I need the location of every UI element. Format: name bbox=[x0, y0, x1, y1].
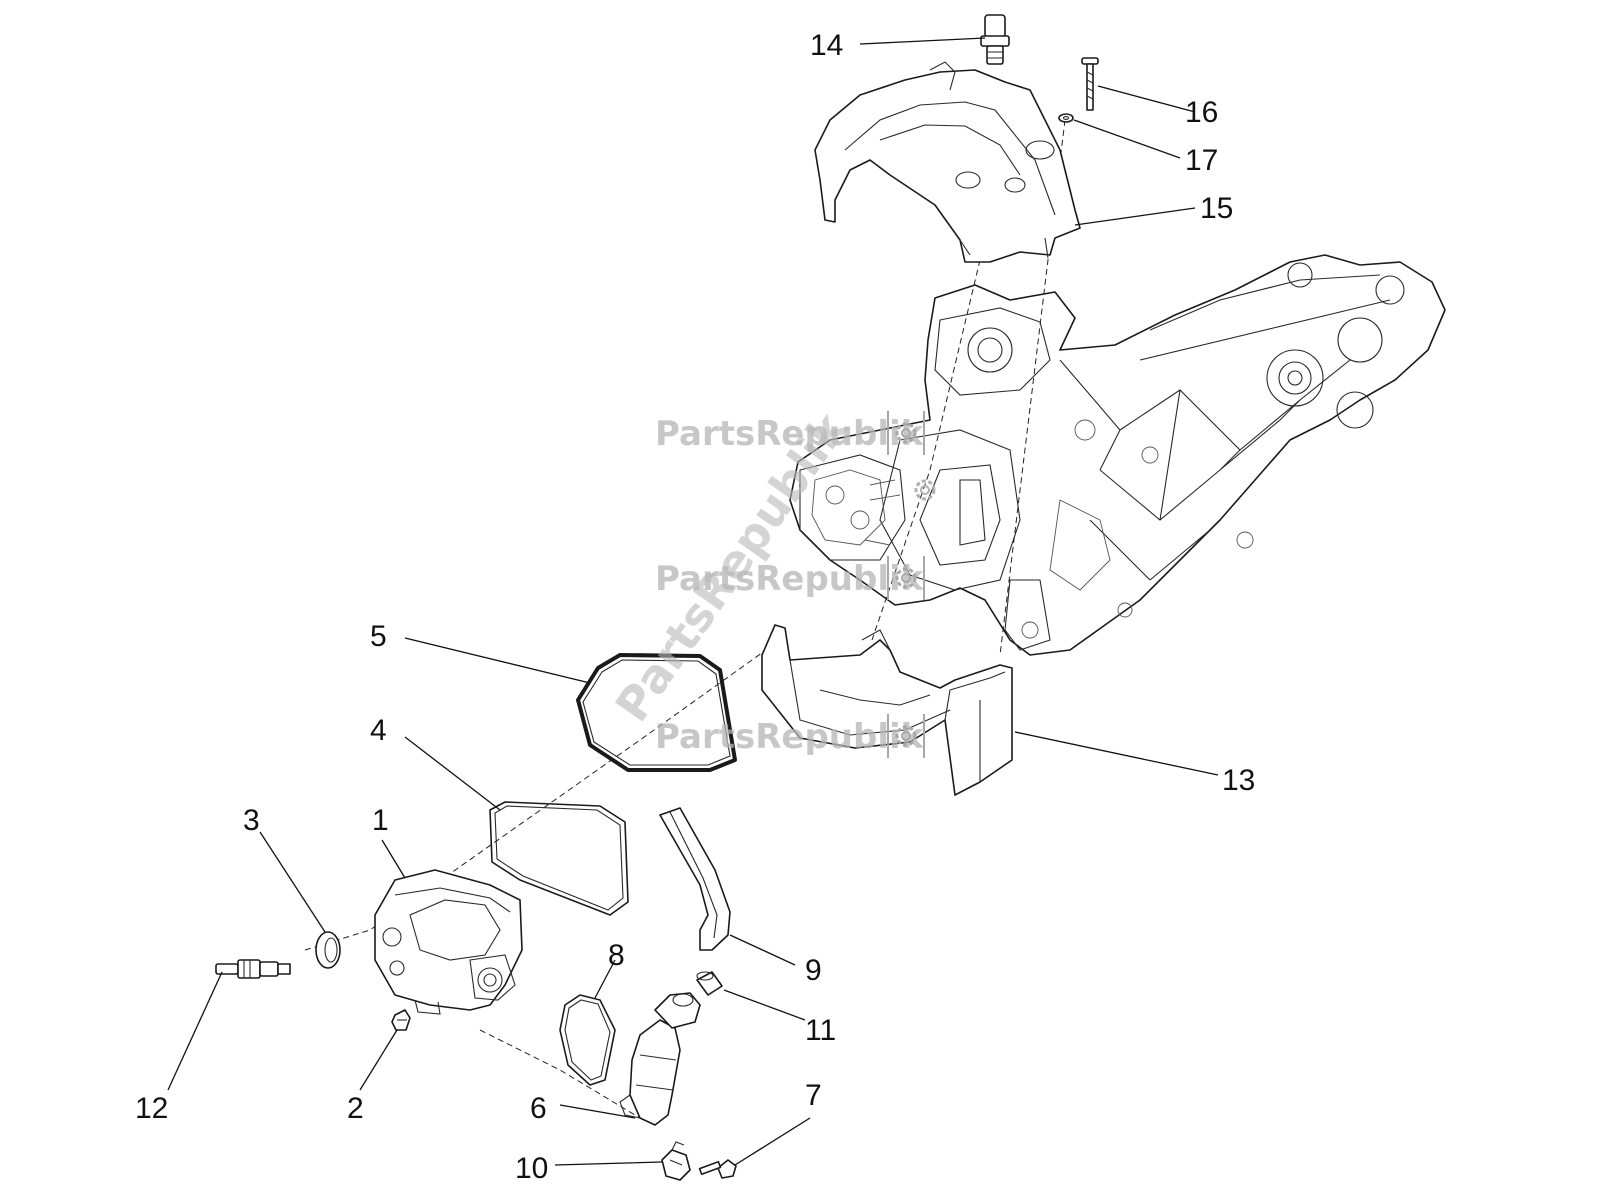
leader-17 bbox=[1073, 119, 1181, 159]
callout-7: 7 bbox=[805, 1079, 822, 1112]
leader-15 bbox=[1074, 207, 1196, 226]
part-4-seal bbox=[489, 801, 629, 916]
leader-13 bbox=[1014, 731, 1219, 776]
watermark-text-1: PartsRepublik bbox=[655, 414, 925, 454]
leader-11 bbox=[723, 989, 806, 1021]
part-1-valve-cover bbox=[374, 869, 523, 1015]
part-11-sleeve bbox=[696, 971, 723, 996]
callout-5: 5 bbox=[370, 620, 387, 653]
leader-9 bbox=[729, 934, 796, 966]
part-13-lower-cover bbox=[761, 624, 1013, 796]
leader-2 bbox=[359, 1029, 398, 1091]
part-6-separator bbox=[619, 992, 701, 1126]
leader-lines bbox=[167, 37, 1219, 1166]
part-8-gasket-ring bbox=[559, 994, 616, 1086]
watermark-text-3: PartsRepublik bbox=[655, 717, 925, 757]
watermark-text-2: PartsRepublik bbox=[655, 559, 925, 599]
callout-3: 3 bbox=[243, 804, 260, 837]
engine-crankcase bbox=[789, 254, 1446, 656]
leader-14 bbox=[859, 37, 986, 45]
watermark-gear-icon bbox=[887, 411, 925, 455]
part-17-washer bbox=[1058, 113, 1074, 123]
leader-6 bbox=[559, 1104, 636, 1119]
part-15-head-cover bbox=[814, 61, 1081, 263]
callout-8: 8 bbox=[608, 939, 625, 972]
part-5-gasket bbox=[576, 653, 737, 772]
callout-17: 17 bbox=[1185, 144, 1218, 177]
part-7-screw bbox=[698, 1159, 737, 1179]
callout-2: 2 bbox=[347, 1092, 364, 1125]
callout-16: 16 bbox=[1185, 96, 1218, 129]
callout-labels: 14 16 17 15 5 4 13 3 1 8 9 11 12 2 6 7 1… bbox=[135, 29, 1255, 1185]
leader-5 bbox=[404, 637, 591, 684]
leader-12 bbox=[167, 971, 223, 1091]
callout-15: 15 bbox=[1200, 192, 1233, 225]
callout-11: 11 bbox=[805, 1014, 836, 1047]
part-14-sensor bbox=[980, 14, 1010, 65]
watermark-gear-icon bbox=[887, 556, 925, 600]
callout-12: 12 bbox=[135, 1092, 168, 1125]
part-16-screw bbox=[1081, 57, 1099, 111]
leader-1 bbox=[381, 839, 406, 879]
leader-3 bbox=[259, 831, 326, 933]
part-9-hose bbox=[659, 807, 731, 951]
leader-8 bbox=[594, 959, 616, 999]
callout-1: 1 bbox=[372, 804, 389, 837]
part-3-seal-ring bbox=[315, 931, 341, 969]
callout-4: 4 bbox=[370, 714, 387, 747]
leader-10 bbox=[554, 1161, 663, 1166]
callout-6: 6 bbox=[530, 1092, 547, 1125]
part-2-bolt bbox=[391, 1009, 411, 1031]
watermark-gear-icon bbox=[887, 714, 925, 758]
callout-14: 14 bbox=[810, 29, 843, 62]
callout-9: 9 bbox=[805, 954, 822, 987]
part-12-spark-plug bbox=[215, 959, 291, 979]
callout-13: 13 bbox=[1222, 764, 1255, 797]
leader-4 bbox=[404, 736, 501, 811]
leader-7 bbox=[734, 1117, 811, 1166]
part-10-clip bbox=[661, 1141, 691, 1181]
watermark-gear-icon bbox=[914, 479, 936, 501]
leader-16 bbox=[1097, 85, 1196, 113]
callout-10: 10 bbox=[515, 1152, 548, 1185]
